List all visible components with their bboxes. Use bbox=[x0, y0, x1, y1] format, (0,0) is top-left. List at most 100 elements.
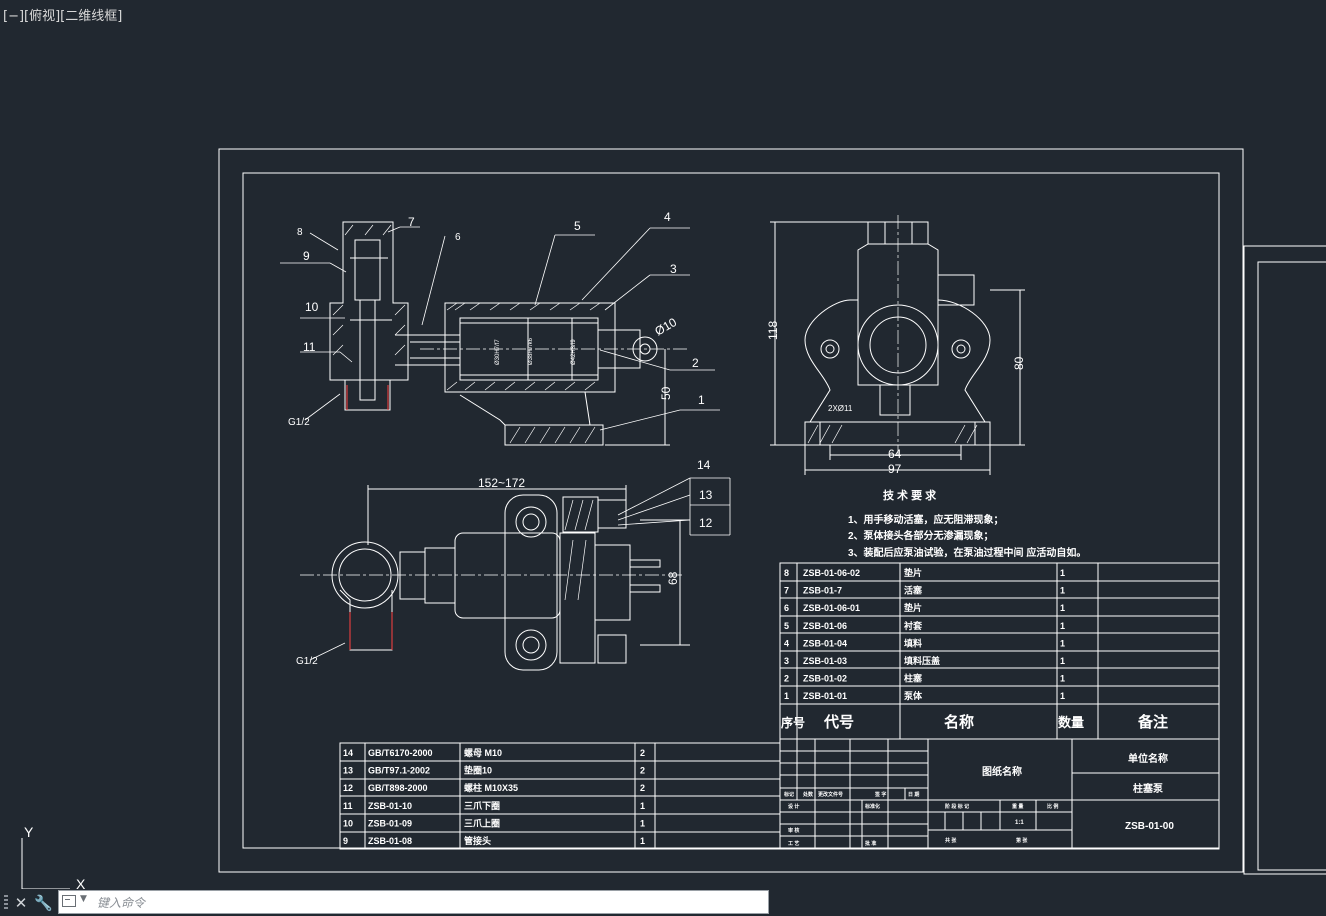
bom-lower-no: 11 bbox=[343, 801, 353, 811]
bom-lower-name: 螺柱 M10X35 bbox=[464, 782, 518, 793]
bom-lower-code: ZSB-01-10 bbox=[368, 801, 412, 811]
drawing-frame bbox=[242, 172, 1220, 849]
tb-label-weight: 重 量 bbox=[1012, 803, 1023, 810]
bom-upper-code: ZSB-01-06 bbox=[803, 621, 847, 631]
bom-lower-name: 螺母 M10 bbox=[464, 747, 502, 758]
dim-68: 68 bbox=[666, 571, 680, 585]
chevron-down-icon[interactable]: ▼ bbox=[80, 894, 87, 904]
bom-upper-no: 7 bbox=[784, 586, 789, 596]
bom-lower-no: 12 bbox=[343, 783, 353, 793]
command-line-bar: ✕ 🔧 ▼ bbox=[0, 889, 1326, 916]
tb-label-sign: 签 字 bbox=[874, 791, 886, 798]
bom-header-qty: 数量 bbox=[1058, 715, 1084, 730]
bom-lower-name: 管接头 bbox=[464, 835, 491, 846]
bom-lower-qty: 1 bbox=[640, 818, 645, 828]
command-input-box[interactable]: ▼ bbox=[58, 890, 769, 914]
ucs-icon: Y X bbox=[21, 824, 86, 889]
bom-lower-qty: 2 bbox=[640, 766, 645, 776]
bom-upper-qty: 1 bbox=[1060, 691, 1065, 701]
tb-label-standard: 标准化 bbox=[864, 803, 880, 810]
ucs-y-label: Y bbox=[24, 824, 34, 840]
tb-label-change: 更改文件号 bbox=[818, 791, 843, 798]
front-section-view bbox=[329, 221, 690, 446]
bom-upper-code: ZSB-01-06-01 bbox=[803, 603, 860, 613]
bom-upper-name: 活塞 bbox=[904, 585, 923, 596]
title-block-text: 图纸名称 单位名称 柱塞泵 ZSB-01-00 标记 处数 更改文件号 签 字 … bbox=[783, 752, 1174, 847]
bom-upper-no: 5 bbox=[784, 621, 789, 631]
callout-8: 8 bbox=[297, 227, 303, 238]
adjacent-sheet-border bbox=[1243, 245, 1326, 875]
bom-upper-qty: 1 bbox=[1060, 568, 1065, 578]
callout-2: 2 bbox=[692, 356, 699, 370]
bom-upper-no: 3 bbox=[784, 656, 789, 666]
tb-label-check: 审 核 bbox=[788, 827, 799, 834]
command-line-settings-button[interactable]: 🔧 bbox=[34, 893, 53, 913]
inner-dim-2: Ø38H7/k6 bbox=[528, 337, 534, 365]
bom-lower-no: 14 bbox=[343, 748, 353, 758]
front-leaders bbox=[280, 226, 720, 431]
bom-upper-name: 填料 bbox=[904, 637, 922, 648]
bom-lower-qty: 1 bbox=[640, 836, 645, 846]
callout-1: 1 bbox=[698, 393, 705, 407]
bom-lower-table bbox=[339, 742, 781, 850]
bom-header-code: 代号 bbox=[823, 713, 854, 731]
command-line-grip[interactable] bbox=[4, 895, 8, 911]
dim-holes: 2XØ11 bbox=[828, 404, 853, 413]
callout-3: 3 bbox=[670, 262, 677, 276]
bom-upper-name: 柱塞 bbox=[904, 673, 923, 684]
bom-upper-name: 衬套 bbox=[904, 620, 923, 631]
bom-upper-code: ZSB-01-06-02 bbox=[803, 568, 860, 578]
bom-upper-no: 6 bbox=[784, 603, 789, 613]
viewport-controls[interactable]: [−][俯视][二维线框] bbox=[3, 9, 123, 24]
bom-lower-no: 10 bbox=[343, 818, 353, 828]
callout-11: 11 bbox=[303, 340, 316, 354]
thread-label-front: G1/2 bbox=[288, 417, 310, 428]
bom-upper-qty: 1 bbox=[1060, 586, 1065, 596]
callout-9: 9 bbox=[303, 249, 310, 263]
title-block bbox=[779, 738, 1220, 850]
bom-lower-qty: 2 bbox=[640, 748, 645, 758]
inner-dim-3: Ø42H8/f9 bbox=[571, 339, 577, 365]
tech-title: 技 术 要 求 bbox=[883, 488, 937, 502]
bom-lower-name: 三爪下圈 bbox=[464, 801, 500, 811]
drawing-name: 图纸名称 bbox=[982, 765, 1022, 778]
adjacent-sheet-frame bbox=[1257, 261, 1326, 871]
bom-upper-qty: 1 bbox=[1060, 621, 1065, 631]
bom-lower-no: 13 bbox=[343, 766, 353, 776]
command-input[interactable] bbox=[95, 893, 759, 913]
bom-lower-name: 垫圈10 bbox=[464, 765, 492, 776]
cad-canvas[interactable]: 8 7 6 5 4 3 9 10 11 2 1 G1/2 Ø10 50 Ø30H… bbox=[0, 0, 1326, 889]
bom-lower-no: 9 bbox=[343, 836, 348, 846]
callout-7: 7 bbox=[408, 215, 415, 229]
bom-lower-name: 三爪上圈 bbox=[464, 817, 500, 828]
tb-label-stage: 阶 段 标 记 bbox=[945, 803, 969, 810]
tech-item-1: 1、用手移动活塞，应无阻滞现象； bbox=[848, 513, 1004, 526]
dim-phi10: Ø10 bbox=[652, 315, 679, 339]
dim-118: 118 bbox=[766, 321, 780, 340]
bom-upper-table bbox=[779, 562, 1220, 740]
bom-upper-no: 4 bbox=[784, 638, 789, 648]
unit-name: 单位名称 bbox=[1128, 752, 1168, 765]
bom-header-name: 名称 bbox=[944, 713, 974, 731]
callout-10: 10 bbox=[305, 300, 319, 314]
bom-header-no: 序号 bbox=[781, 715, 805, 730]
tech-item-2: 2、泵体接头各部分无渗漏现象； bbox=[848, 529, 994, 542]
tb-label-design: 设 计 bbox=[788, 803, 799, 810]
bom-upper-name: 泵体 bbox=[904, 690, 923, 701]
bom-upper-no: 8 bbox=[784, 568, 789, 578]
bom-header: 序号 代号 名称 数量 备注 bbox=[781, 713, 1168, 731]
tb-label-mark: 标记 bbox=[783, 791, 794, 798]
bom-upper-code: ZSB-01-02 bbox=[803, 674, 847, 684]
close-command-line-button[interactable]: ✕ bbox=[14, 894, 28, 912]
bom-lower-code: ZSB-01-08 bbox=[368, 836, 412, 846]
bom-upper-name: 填料压盖 bbox=[904, 655, 940, 666]
product-name: 柱塞泵 bbox=[1133, 782, 1164, 795]
bom-lower-code: GB/T898-2000 bbox=[368, 783, 428, 793]
drawing-labels: 8 7 6 5 4 3 9 10 11 2 1 G1/2 Ø10 50 Ø30H… bbox=[288, 210, 1026, 667]
command-prompt-icon[interactable] bbox=[62, 895, 76, 907]
bom-lower-code: GB/T97.1-2002 bbox=[368, 766, 430, 776]
dim-64: 64 bbox=[888, 447, 902, 461]
inner-dim-1: Ø30H7/f7 bbox=[495, 339, 501, 365]
